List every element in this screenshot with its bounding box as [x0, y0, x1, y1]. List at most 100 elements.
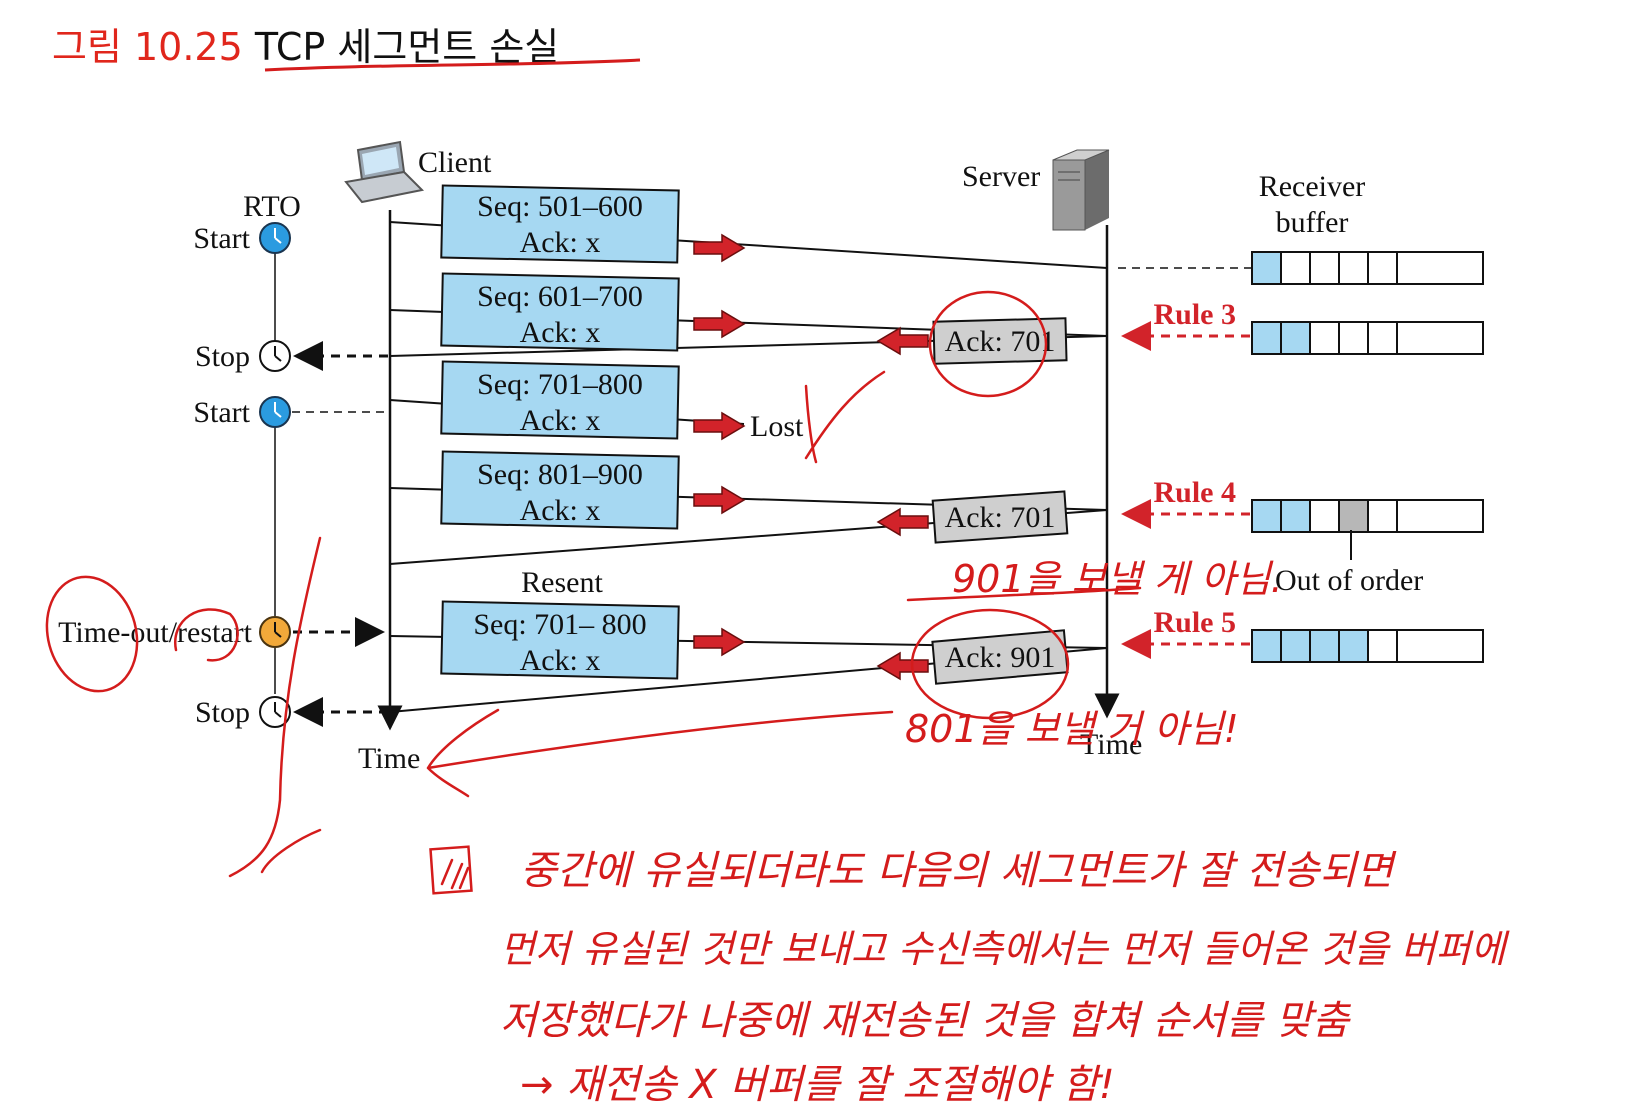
rule-label: Rule 4	[1154, 476, 1237, 509]
timer-event-label: Stop	[195, 696, 250, 729]
timer-event-label: Start	[193, 396, 250, 429]
segment-ack: Ack: x	[520, 316, 601, 349]
timer-event-timeout-restart: Time-out/restart	[58, 616, 291, 649]
pen-curve	[228, 536, 322, 878]
server-label: Server	[962, 160, 1040, 193]
timer-event-stop-1: Stop	[195, 340, 291, 373]
pen-circle	[928, 290, 1048, 398]
ack-box-1: Ack: 701	[932, 317, 1068, 365]
timer-event-stop-2: Stop	[195, 696, 291, 729]
laptop-icon	[344, 140, 425, 204]
server-icon	[1052, 149, 1110, 231]
ack-value: Ack: 701	[945, 325, 1056, 358]
segment-box-resent: Seq: 701– 800 Ack: x	[440, 600, 680, 680]
figure-number: 그림 10.25	[52, 25, 243, 69]
buffer-cell-empty	[1338, 251, 1369, 285]
buffer-cell-filled	[1251, 499, 1282, 533]
lost-label: Lost	[750, 410, 804, 443]
handwritten-note-901: 901을 보낼 게 아님.	[952, 557, 1283, 601]
out-of-order-label: Out of order	[1275, 564, 1423, 597]
rule-label: Rule 3	[1154, 298, 1237, 331]
segment-box-1: Seq: 501–600 Ack: x	[440, 184, 680, 264]
pen-circle	[910, 608, 1070, 720]
buffer-cell-empty	[1367, 499, 1398, 533]
buffer-cell-gray	[1338, 499, 1369, 533]
arrow-right-icon	[693, 627, 746, 657]
segment-seq: Seq: 801–900	[477, 458, 643, 491]
buffer-cell-empty	[1280, 251, 1311, 285]
handwritten-note-line-1: 중간에 유실되더라도 다음의 세그먼트가 잘 전송되면	[520, 848, 1397, 894]
ack-box-3: Ack: 901	[931, 629, 1069, 685]
arrow-right-icon	[693, 485, 746, 515]
segment-ack: Ack: x	[520, 494, 601, 527]
segment-ack: Ack: x	[520, 404, 601, 437]
buffer-cell-empty	[1367, 629, 1398, 663]
rto-label: RTO	[243, 190, 301, 223]
segment-seq: Seq: 601–700	[477, 280, 643, 313]
resent-label: Resent	[521, 566, 603, 599]
buffer-cell-filled	[1251, 321, 1282, 355]
segment-seq: Seq: 501–600	[477, 190, 643, 223]
rule-label: Rule 5	[1154, 606, 1237, 639]
segment-seq: Seq: 701–800	[477, 368, 643, 401]
buffer-cell-empty	[1338, 321, 1369, 355]
receiver-buffer-3	[1251, 499, 1484, 533]
buffer-cell-empty	[1396, 321, 1484, 355]
pen-circle	[45, 575, 139, 693]
pen-underline	[906, 586, 1142, 602]
buffer-cell-filled	[1280, 629, 1311, 663]
buffer-cell-filled	[1251, 251, 1282, 285]
buffer-cell-empty	[1309, 251, 1340, 285]
segment-ack: Ack: x	[520, 226, 601, 259]
note-box-hatching	[440, 858, 470, 890]
timer-event-label: Time-out/restart	[58, 616, 253, 649]
ack-value: Ack: 901	[945, 641, 1056, 674]
handwritten-note-line-4: → 재전송 X 버퍼를 잘 조절해야 함!	[520, 1062, 1115, 1108]
arrow-right-icon	[693, 233, 746, 263]
receiver-buffer-1	[1251, 251, 1484, 285]
buffer-cell-filled	[1280, 321, 1311, 355]
receiver-buffer-2	[1251, 321, 1484, 355]
receiver-buffers	[1251, 251, 1484, 663]
note-box-icon	[429, 845, 473, 895]
buffer-cell-filled	[1280, 499, 1311, 533]
buffer-cell-filled	[1251, 629, 1282, 663]
arrow-left-icon	[876, 507, 929, 537]
handwritten-note-line-3: 저장했다가 나중에 재전송된 것을 합쳐 순서를 맞춤	[500, 998, 1351, 1044]
ack-value: Ack: 701	[945, 501, 1056, 534]
timer-event-start-2: Start	[193, 396, 291, 429]
segment-box-3: Seq: 701–800 Ack: x	[440, 360, 680, 440]
timer-event-label: Stop	[195, 340, 250, 373]
segment-box-4: Seq: 801–900 Ack: x	[440, 450, 680, 530]
buffer-cell-empty	[1367, 251, 1398, 285]
receiver-buffer-label-line1: Receiver	[1259, 170, 1366, 203]
pen-scribble	[173, 608, 239, 662]
handwritten-note-801: 801을 보낼 거 아님!	[905, 707, 1239, 751]
segment-box-2: Seq: 601–700 Ack: x	[440, 272, 680, 352]
buffer-cell-empty	[1309, 499, 1340, 533]
ack-box-2: Ack: 701	[931, 490, 1069, 544]
client-time-label: Time	[358, 742, 420, 775]
handwritten-annotations	[45, 290, 1142, 895]
arrow-right-icon	[693, 411, 746, 441]
buffer-cell-filled	[1309, 629, 1340, 663]
client-label: Client	[418, 146, 492, 179]
title-underline	[264, 58, 641, 72]
timer-event-label: Start	[193, 222, 250, 255]
figure-caption: TCP 세그먼트 손실	[254, 25, 560, 69]
server-time-label: Time	[1080, 728, 1142, 761]
timer-event-start-1: Start	[193, 222, 291, 255]
figure-title: 그림 10.25 TCP 세그먼트 손실	[52, 16, 559, 71]
receiver-buffer-4	[1251, 629, 1484, 663]
arrow-left-icon	[876, 326, 929, 356]
buffer-cell-empty	[1367, 321, 1398, 355]
handwritten-note-line-2: 먼저 유실된 것만 보내고 수신측에서는 먼저 들어온 것을 버퍼에	[500, 927, 1510, 971]
buffer-cell-empty	[1396, 629, 1484, 663]
arrow-left-icon	[876, 651, 929, 681]
arrow-right-icon	[693, 309, 746, 339]
buffer-cell-empty	[1396, 251, 1484, 285]
buffer-cell-empty	[1309, 321, 1340, 355]
segment-seq: Seq: 701– 800	[473, 608, 646, 641]
pen-check-mark	[804, 370, 886, 464]
